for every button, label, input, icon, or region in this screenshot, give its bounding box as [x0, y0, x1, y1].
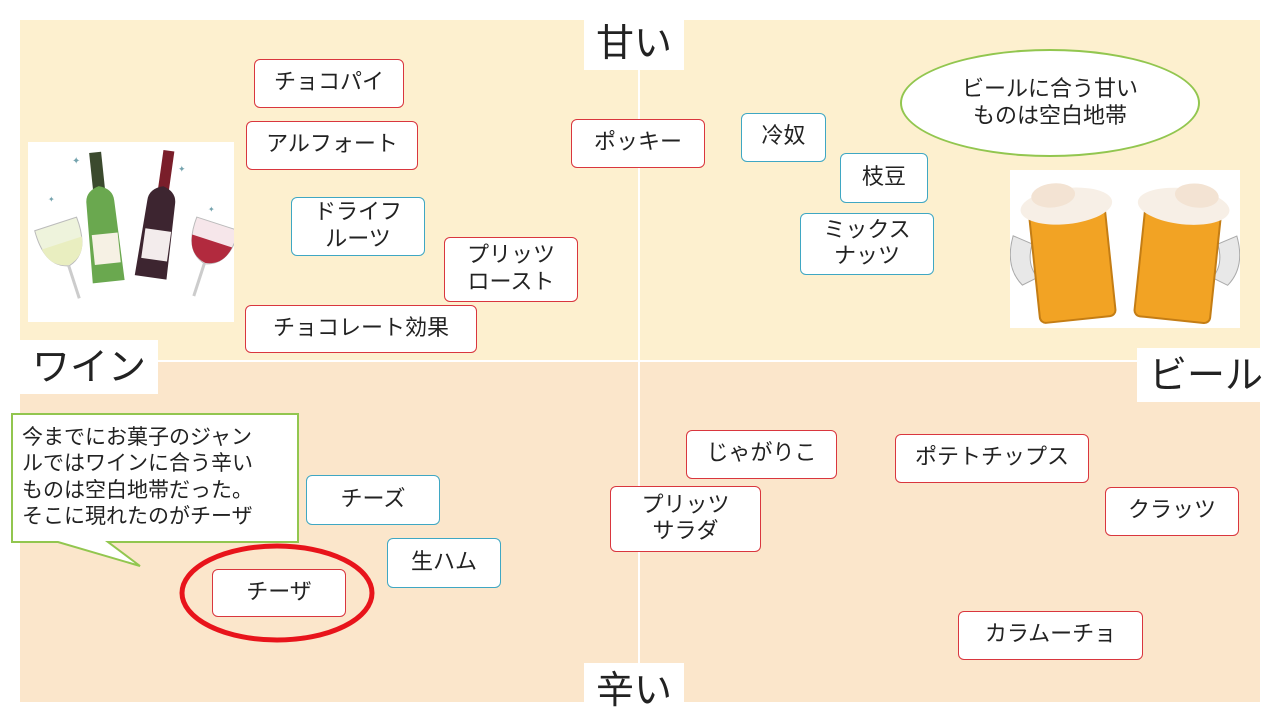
- beer-sweet-note: ビールに合う甘い ものは空白地帯: [900, 49, 1200, 157]
- axis-label-beer: ビール: [1137, 348, 1276, 402]
- svg-text:✦: ✦: [178, 165, 186, 175]
- item-hiyayakko: 冷奴: [741, 113, 826, 162]
- item-crats: クラッツ: [1105, 487, 1239, 536]
- item-pretz-roast: プリッツ ロースト: [444, 237, 578, 302]
- item-choco-kouka: チョコレート効果: [245, 305, 477, 353]
- wine-bottles-icon: ✦✦ ✦✦ ✦✦: [28, 142, 240, 322]
- axis-label-sweet: 甘い: [584, 16, 685, 70]
- item-edamame: 枝豆: [840, 153, 928, 203]
- vertical-axis-line: [638, 20, 640, 702]
- svg-text:✦: ✦: [72, 156, 80, 167]
- item-pretz-salad: プリッツ サラダ: [610, 486, 761, 552]
- beer-mugs-icon: [1009, 170, 1241, 328]
- item-pocky: ポッキー: [571, 119, 705, 168]
- item-potato-chips: ポテトチップス: [895, 434, 1089, 483]
- axis-label-spicy: 辛い: [584, 663, 685, 717]
- item-karamucho: カラムーチョ: [958, 611, 1143, 660]
- svg-text:✦: ✦: [48, 195, 55, 204]
- item-jagarico: じゃがりこ: [686, 430, 837, 479]
- item-cheese: チーズ: [306, 475, 440, 525]
- item-mixed-nuts: ミックス ナッツ: [800, 213, 934, 275]
- wine-spicy-callout: 今までにお菓子のジャン ルではワインに合う辛い ものは空白地帯だった。 そこに現…: [12, 416, 298, 542]
- item-alfort: アルフォート: [246, 121, 418, 170]
- axis-label-wine: ワイン: [20, 340, 159, 394]
- svg-text:✦: ✦: [208, 205, 215, 214]
- beer-sweet-note-text: ビールに合う甘い ものは空白地帯: [961, 76, 1138, 130]
- wine-spicy-callout-text: 今までにお菓子のジャン ルではワインに合う辛い ものは空白地帯だった。 そこに現…: [22, 425, 253, 528]
- item-nama-ham: 生ハム: [387, 538, 501, 588]
- item-choco-pie: チョコパイ: [254, 59, 404, 108]
- item-dried-fruit: ドライフ ルーツ: [291, 197, 425, 256]
